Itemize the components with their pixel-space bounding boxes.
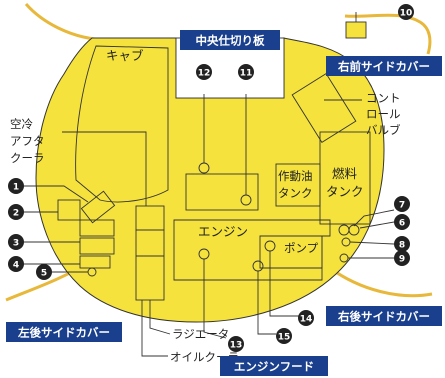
fuel-tank-block xyxy=(319,131,371,225)
tag-center-partition: 中央仕切り板 xyxy=(180,30,280,50)
part-3-block xyxy=(79,237,115,255)
cab-outline xyxy=(75,45,169,203)
marker-14: 14 xyxy=(300,315,313,325)
label-control-valve-3: バルブ xyxy=(366,123,401,137)
label-control-valve-1: コント xyxy=(366,91,401,105)
marker-6: 6 xyxy=(399,219,405,229)
label-air-cooled-2: アフタ xyxy=(10,134,45,148)
marker-11: 11 xyxy=(240,69,253,79)
marker-2: 2 xyxy=(13,209,19,219)
tag-right-rear-cover-text: 右後サイドカバー xyxy=(337,310,430,324)
tag-right-front-cover: 右前サイドカバー xyxy=(326,56,442,76)
label-air-cooled-3: クーラ xyxy=(10,151,45,165)
marker-3: 3 xyxy=(13,239,19,249)
center-box xyxy=(185,173,259,211)
tube-top-left xyxy=(24,3,176,42)
part-1-block xyxy=(80,190,116,224)
marker-9: 9 xyxy=(399,255,405,265)
pump-outline xyxy=(259,235,323,269)
tag-right-rear-cover: 右後サイドカバー xyxy=(326,306,442,326)
marker-12: 12 xyxy=(198,69,211,79)
marker-5: 5 xyxy=(41,269,47,279)
marker-15: 15 xyxy=(278,333,291,343)
label-fuel-tank-1: 燃料 xyxy=(332,166,358,181)
label-fuel-tank-2: タンク xyxy=(326,184,364,199)
tag-engine-hood: エンジンフード xyxy=(220,356,328,376)
label-hydraulic-tank-2: タンク xyxy=(278,186,313,200)
part-4-block xyxy=(79,255,111,269)
label-control-valve-2: ロール xyxy=(366,107,401,121)
tag-left-rear-cover-text: 左後サイドカバー xyxy=(17,326,110,340)
tag-right-front-cover-text: 右前サイドカバー xyxy=(337,60,430,74)
part-2b-block xyxy=(79,219,115,237)
tag-left-rear-cover: 左後サイドカバー xyxy=(6,322,122,342)
number-markers: 1 2 3 4 5 6 7 8 9 10 11 12 13 14 15 xyxy=(8,4,414,352)
part-10-block xyxy=(345,21,367,39)
label-air-cooled-1: 空冷 xyxy=(10,117,33,131)
label-cab: キャブ xyxy=(106,48,144,63)
label-pump: ポンプ xyxy=(284,241,319,255)
marker-4: 4 xyxy=(13,261,19,271)
label-engine: エンジン xyxy=(198,224,248,239)
label-hydraulic-tank-1: 作動油 xyxy=(278,169,313,183)
part-2-block xyxy=(57,199,81,221)
marker-13: 13 xyxy=(230,341,243,351)
marker-8: 8 xyxy=(399,241,405,251)
label-radiator: ラジエータ xyxy=(172,327,229,341)
tube-right-bottom xyxy=(329,266,433,298)
tag-center-partition-text: 中央仕切り板 xyxy=(196,34,265,48)
tag-engine-hood-text: エンジンフード xyxy=(234,360,314,374)
marker-10: 10 xyxy=(400,9,413,19)
part-7-circle xyxy=(338,224,350,236)
tube-top-right xyxy=(344,13,432,55)
marker-1: 1 xyxy=(13,183,19,193)
marker-7: 7 xyxy=(399,201,405,211)
